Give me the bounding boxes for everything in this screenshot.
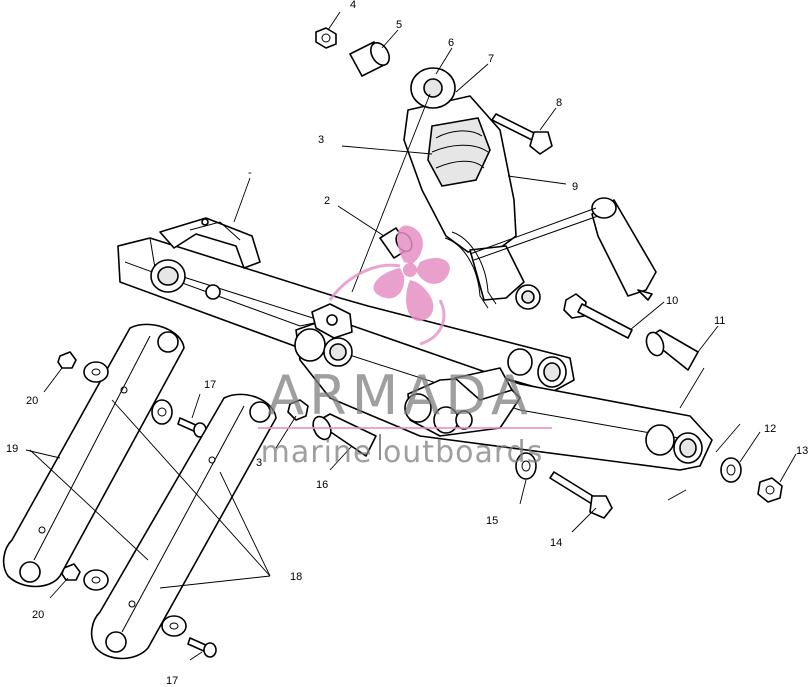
propeller-logo-icon bbox=[328, 225, 450, 346]
bolt-17-lower bbox=[187, 637, 217, 658]
nut-20-lower bbox=[61, 563, 81, 581]
bolt-10 bbox=[563, 293, 633, 339]
watermark-tagline: marine outboards bbox=[261, 435, 544, 470]
callout-15: 15 bbox=[486, 515, 498, 527]
nut-3 bbox=[287, 399, 309, 421]
nut-4 bbox=[315, 27, 337, 49]
upper-arm-bracket bbox=[159, 217, 261, 269]
washer-link-1 bbox=[83, 361, 109, 383]
leader-lines bbox=[25, 11, 797, 661]
callout-1: - bbox=[248, 167, 252, 179]
callout-18: 18 bbox=[290, 571, 302, 583]
washer-link-3 bbox=[83, 569, 109, 591]
callout-19: 19 bbox=[6, 443, 18, 455]
washer-link-4 bbox=[161, 615, 187, 637]
callout-5: 5 bbox=[396, 19, 402, 31]
callout-13: 13 bbox=[796, 445, 808, 457]
link-arm-right bbox=[90, 393, 277, 660]
callout-4: 4 bbox=[350, 0, 356, 11]
nut-20-upper bbox=[57, 351, 77, 369]
nut-13 bbox=[757, 477, 783, 503]
callout-17-lower: 17 bbox=[166, 675, 178, 687]
callout-3-upper: 3 bbox=[318, 134, 324, 146]
shock-absorber bbox=[403, 67, 541, 310]
callout-2: 2 bbox=[324, 195, 330, 207]
washer-15 bbox=[515, 452, 537, 480]
bolt-8 bbox=[491, 113, 553, 155]
callout-11: 11 bbox=[714, 315, 725, 327]
cross-tube-assembly bbox=[404, 367, 521, 437]
washer-link-2 bbox=[151, 399, 173, 425]
link-arm-left bbox=[2, 323, 185, 588]
callout-8: 8 bbox=[556, 97, 562, 109]
sleeve-11 bbox=[645, 329, 699, 371]
callout-20-lower: 20 bbox=[32, 609, 44, 621]
callout-10: 10 bbox=[666, 295, 678, 307]
callout-3-lower: 3 bbox=[256, 457, 262, 469]
callout-9: 9 bbox=[572, 181, 578, 193]
bushing-5 bbox=[349, 41, 390, 77]
washer-12 bbox=[720, 457, 742, 483]
watermark: ARMADA marine outboards bbox=[258, 225, 552, 470]
callout-labels: 4 5 6 7 8 3 9 - 2 10 11 12 13 14 15 16 3… bbox=[6, 0, 808, 687]
callout-17-upper: 17 bbox=[204, 379, 216, 391]
bolt-17-upper bbox=[177, 417, 207, 438]
callout-20-upper: 20 bbox=[26, 395, 38, 407]
callout-14: 14 bbox=[550, 537, 562, 549]
callout-6: 6 bbox=[448, 37, 454, 49]
watermark-brand: ARMADA bbox=[267, 364, 533, 427]
callout-7: 7 bbox=[488, 53, 494, 65]
bolt-14 bbox=[549, 471, 613, 519]
callout-16: 16 bbox=[316, 479, 328, 491]
callout-12: 12 bbox=[764, 423, 776, 435]
shock-reservoir bbox=[469, 197, 657, 301]
